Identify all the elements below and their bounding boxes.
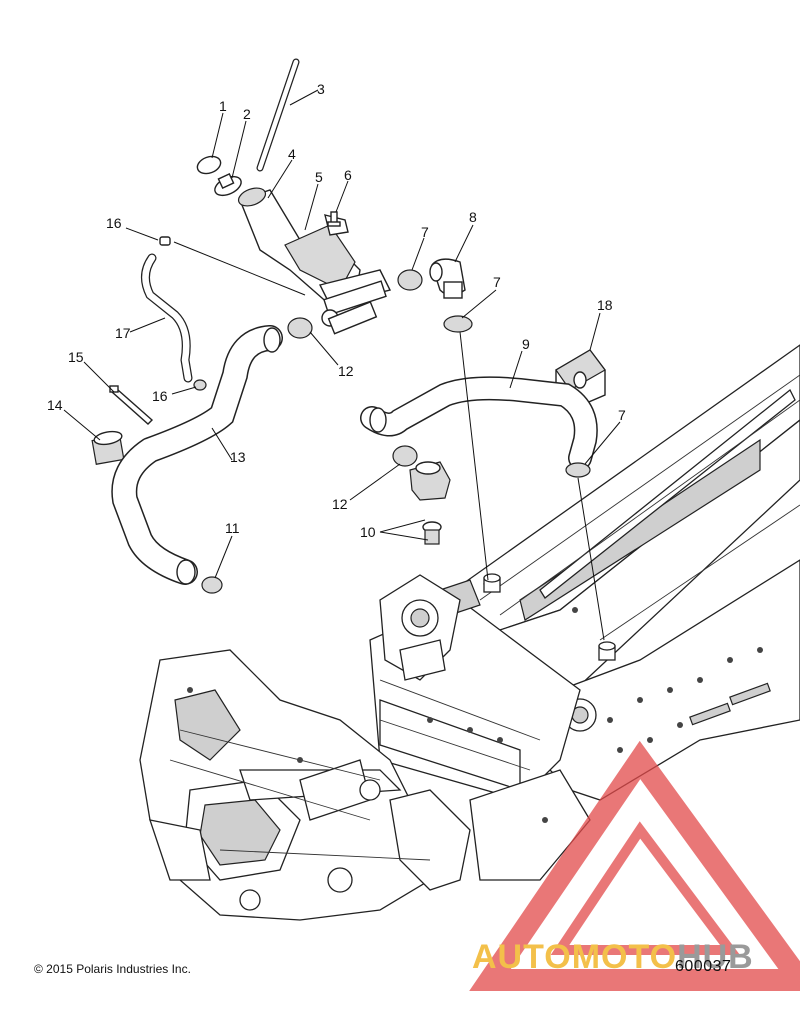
thermostat-housing: [409, 461, 451, 501]
watermark-logo: [469, 740, 800, 991]
callout-10: 10: [360, 524, 376, 540]
watermark-text-part2: HUB: [677, 938, 754, 976]
part-4-5-filler-neck: [237, 187, 392, 335]
part-15-tie-strap: [109, 385, 154, 425]
copyright-text: © 2015 Polaris Industries Inc.: [34, 962, 191, 976]
callout-12-b: 12: [332, 496, 348, 512]
callout-2: 2: [243, 106, 251, 122]
callout-13: 13: [230, 449, 246, 465]
part-1-oring: [196, 155, 222, 175]
callout-7-c: 7: [618, 407, 626, 423]
chassis-frame: [139, 344, 800, 921]
callout-3: 3: [317, 81, 325, 97]
callout-18: 18: [597, 297, 613, 313]
callout-9: 9: [522, 336, 530, 352]
callout-16-b: 16: [152, 388, 168, 404]
part-11-clamp: [201, 576, 223, 594]
callout-7-b: 7: [493, 274, 501, 290]
callout-8: 8: [469, 209, 477, 225]
callout-11: 11: [225, 520, 240, 536]
callout-6: 6: [344, 167, 352, 183]
part-6-screw: [327, 211, 341, 227]
diagram-part-number: 600037: [675, 958, 732, 975]
callout-14: 14: [47, 397, 63, 413]
part-7-clamp-c: [565, 462, 591, 478]
leader-lines: [63, 89, 621, 641]
part-17-hose: [141, 253, 193, 383]
callout-17: 17: [115, 325, 131, 341]
part-7-clamp-b: [443, 315, 473, 333]
callout-4: 4: [288, 146, 296, 162]
part-8-elbow: [429, 258, 466, 299]
callout-16-a: 16: [106, 215, 122, 231]
callout-labels: 1 2 3 4 5 6 7 8 7 18 9 16 17 12 15 16 14…: [47, 81, 626, 540]
part-16-plug: [159, 236, 171, 246]
part-16-clamp: [193, 379, 207, 391]
callout-7-a: 7: [421, 224, 429, 240]
watermark-text-part1: AUTOMOTO: [472, 938, 678, 976]
callout-5: 5: [315, 169, 323, 185]
watermark-wordmark: AUTOMOTOHUB: [472, 938, 754, 977]
part-12-clamp-b: [392, 445, 418, 467]
part-12-clamp: [287, 317, 313, 339]
part-9-hose: [360, 376, 598, 470]
part-10-thermostat: [422, 521, 442, 545]
callout-1: 1: [219, 98, 227, 114]
callout-12-a: 12: [338, 363, 354, 379]
part-14-coupler: [91, 430, 125, 465]
part-2-cap: [214, 173, 242, 197]
part-13-hose: [111, 325, 283, 585]
part-7-clamp: [397, 269, 423, 291]
callout-15: 15: [68, 349, 84, 365]
